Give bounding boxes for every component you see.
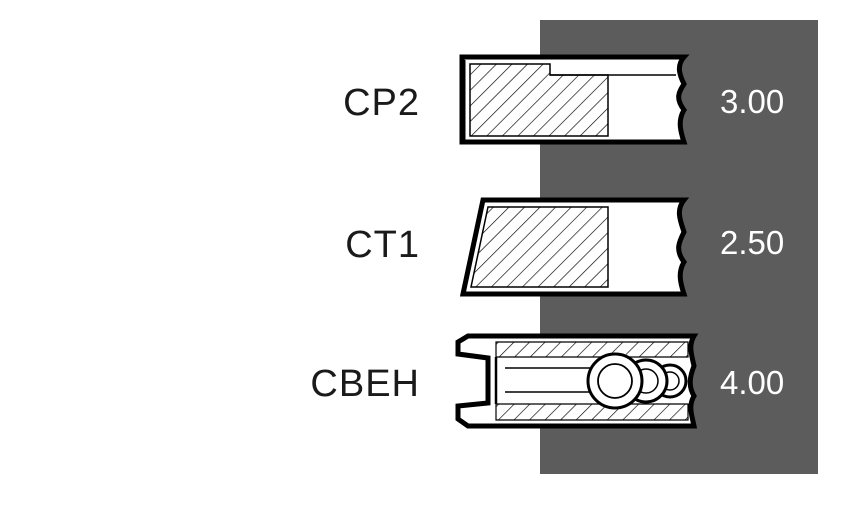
ring-label-ct1: CT1 [345,224,420,266]
ring-profile-cbeh [455,333,699,429]
ring-profile-cp2 [459,54,690,145]
ring-profile-ct1 [459,197,690,297]
ring-label-cp2: CP2 [343,82,420,124]
ring-value-ct1: 2.50 [720,224,785,261]
ring-label-cbeh: CBEH [310,363,420,405]
ring-value-cp2: 3.00 [720,83,785,120]
ring-value-cbeh: 4.00 [720,364,785,401]
